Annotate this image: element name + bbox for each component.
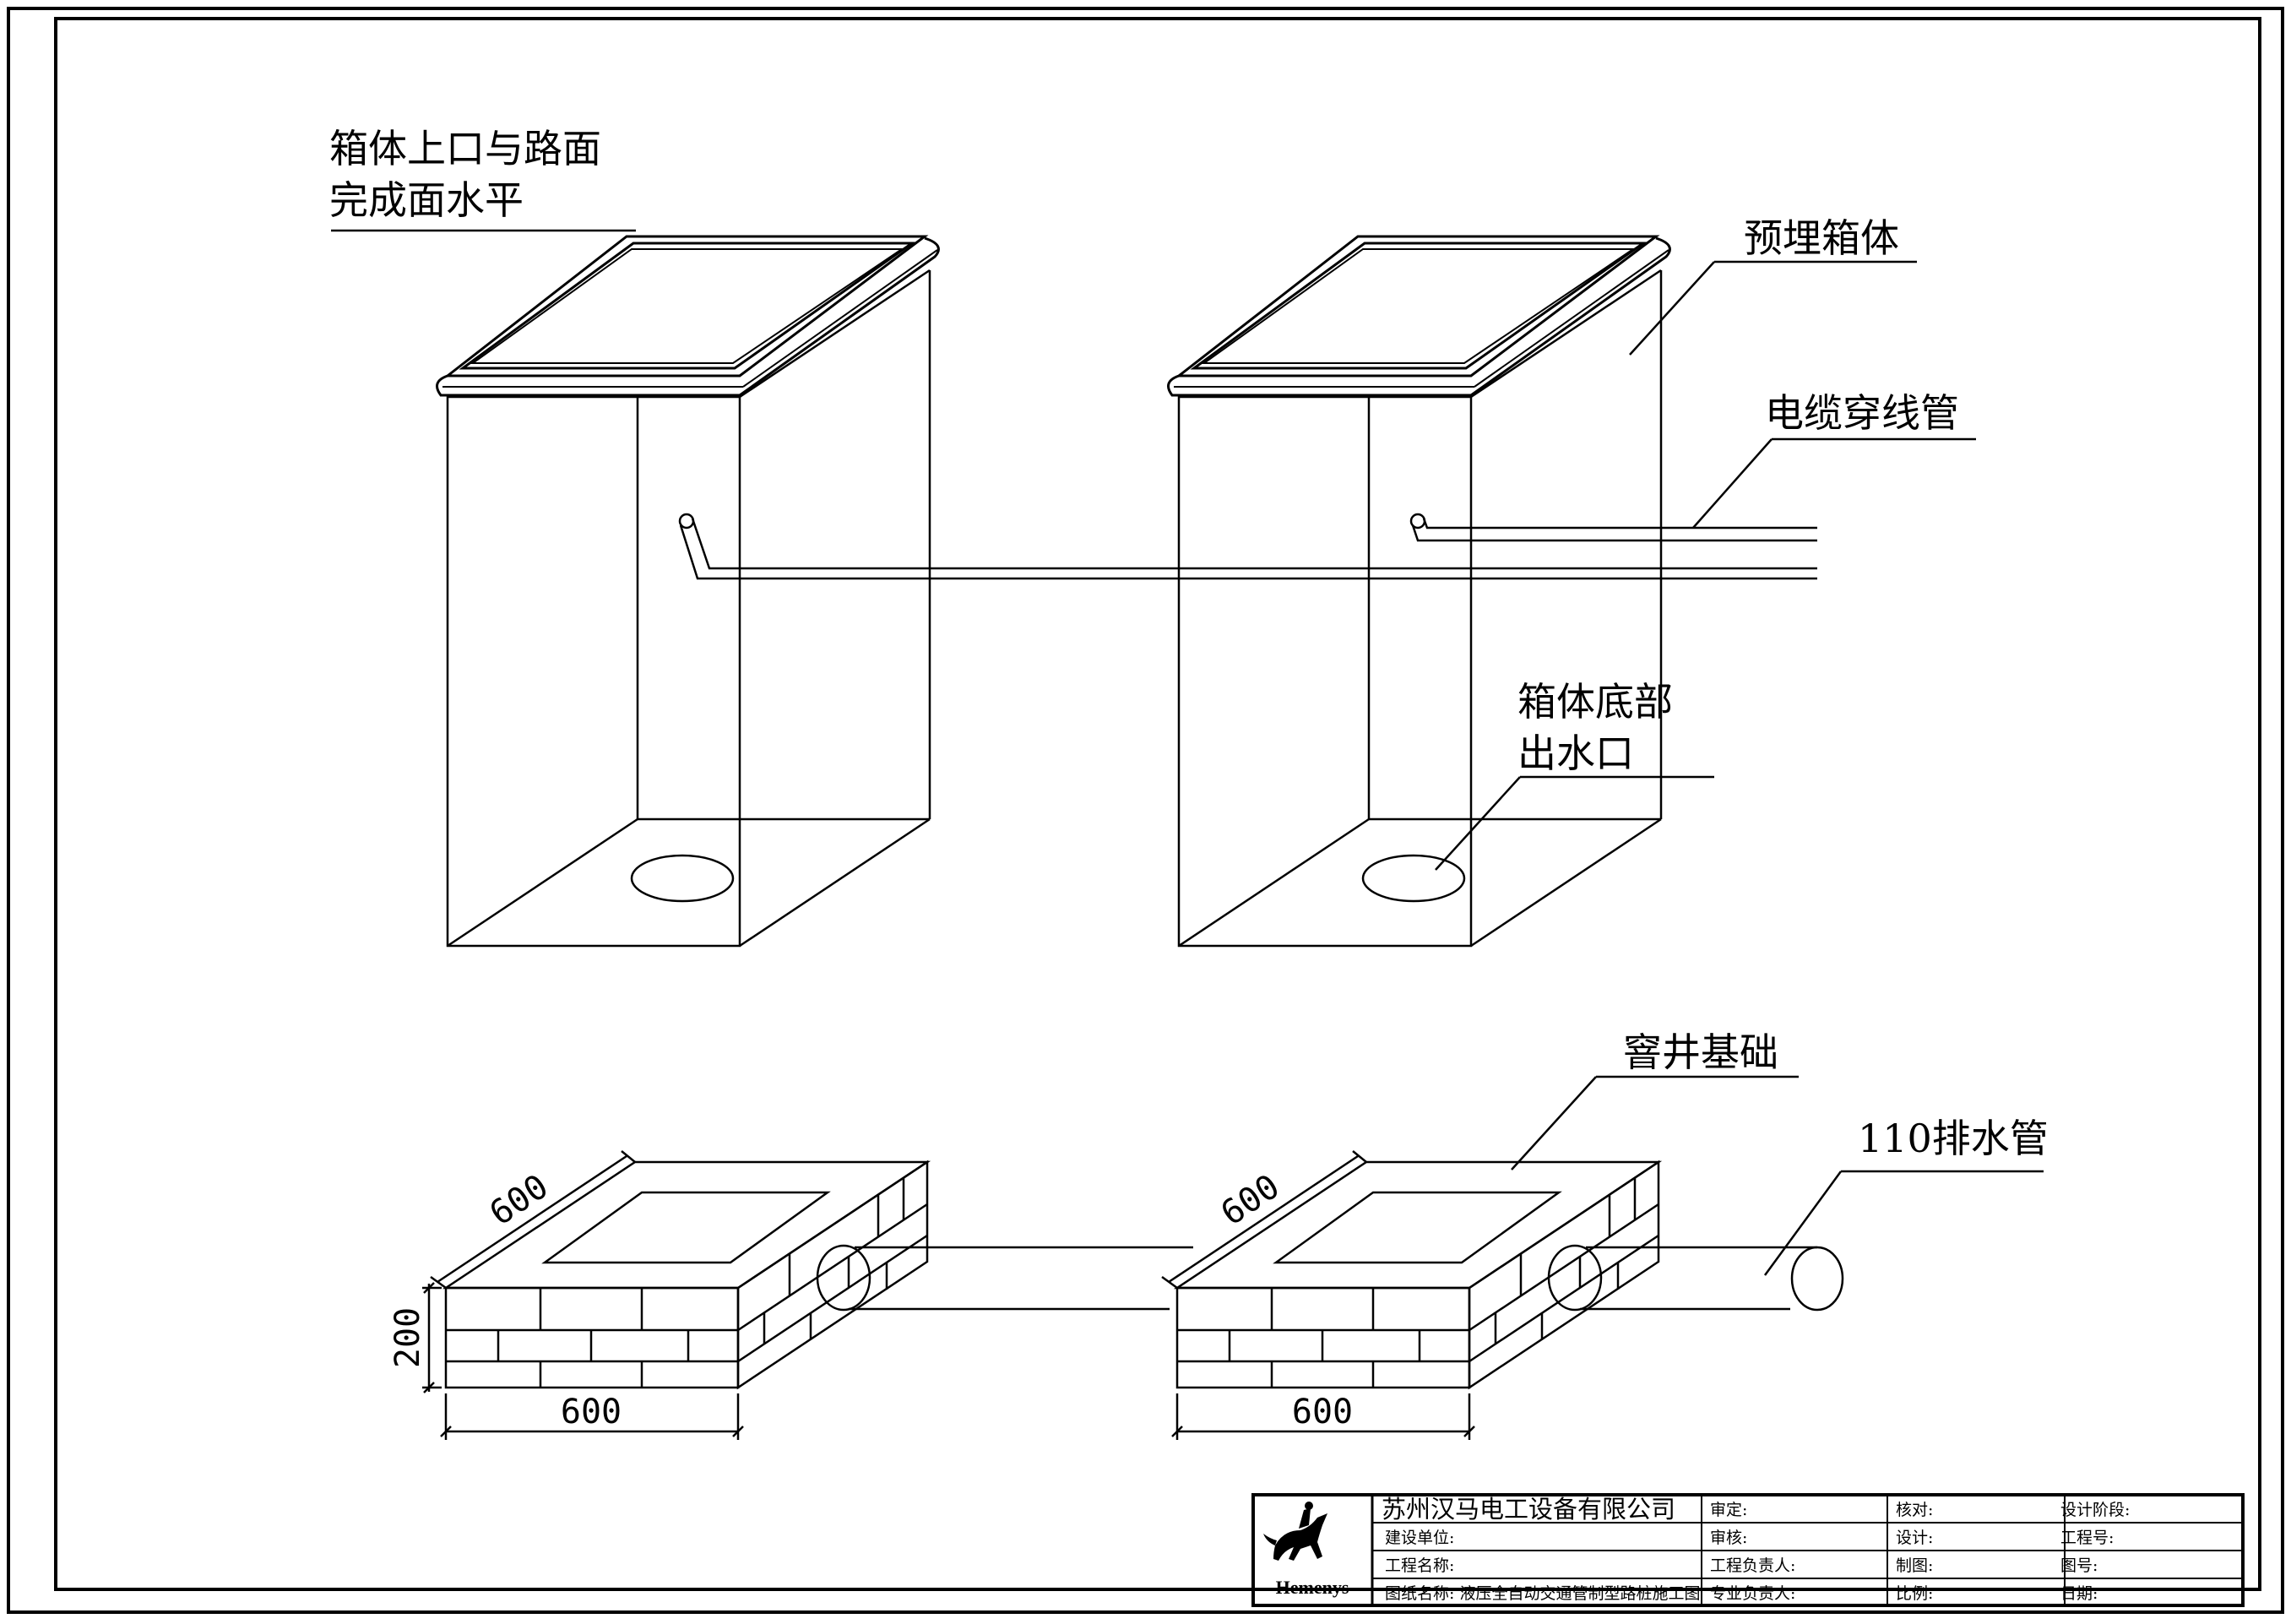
tb-discipline-lead: 专业负责人:: [1710, 1584, 1795, 1603]
title-block: Hemenys 苏州汉马电工设备有限公司 审定: 核对: 设计阶段: 建设单位:…: [1251, 1493, 2245, 1607]
outer-border: [7, 7, 2284, 1614]
tb-design-stage: 设计阶段:: [2060, 1501, 2130, 1519]
tb-client: 建设单位:: [1385, 1529, 1454, 1547]
tb-scale: 比例:: [1896, 1584, 1933, 1603]
cable-conduit-label: 电缆穿线管: [1765, 390, 1959, 436]
tb-project-lead: 工程负责人:: [1710, 1556, 1795, 1575]
embedded-box-right: [1167, 235, 1671, 948]
brand-name: Hemenys: [1276, 1577, 1349, 1598]
tb-drawing-number: 图号:: [2060, 1556, 2098, 1575]
inner-border: [54, 17, 2261, 1591]
tb-date: 日期:: [2060, 1584, 2098, 1603]
top-surface-label-line2: 完成面水平: [329, 177, 524, 223]
drain-outlet-label-line2: 出水口: [1517, 731, 1634, 776]
cable-conduit: [678, 513, 1817, 580]
tb-reviewed: 审核:: [1710, 1529, 1747, 1547]
height-dimension: [422, 1282, 442, 1393]
leader-lines: [331, 229, 2044, 1276]
tb-approved: 审定:: [1710, 1501, 1747, 1519]
drain-pipe-label: 110排水管: [1858, 1116, 2049, 1161]
embedded-box-left: [436, 235, 940, 948]
width-dimension-left: 600: [561, 1393, 622, 1431]
foundation-label: 窨井基础: [1623, 1029, 1778, 1075]
tb-designer: 设计:: [1896, 1529, 1933, 1547]
embedded-box-label: 预埋箱体: [1744, 215, 1899, 261]
drain-pipe: [816, 1244, 1844, 1312]
height-dimension-text: 200: [388, 1307, 427, 1368]
company-name: 苏州汉马电工设备有限公司: [1382, 1495, 1675, 1524]
drain-outlet-label-line1: 箱体底部: [1517, 679, 1673, 725]
horse-rider-logo: [1263, 1502, 1327, 1561]
tb-drawing-name: 图纸名称: 液压全自动交通管制型路桩施工图: [1385, 1584, 1700, 1603]
width-dimension-right: 600: [1292, 1393, 1353, 1431]
tb-checked: 核对:: [1896, 1501, 1933, 1519]
tb-project-number: 工程号:: [2060, 1529, 2114, 1547]
tb-project-name: 工程名称:: [1385, 1556, 1454, 1575]
tb-drafter: 制图:: [1896, 1556, 1933, 1575]
top-surface-label-line1: 箱体上口与路面: [329, 126, 601, 171]
